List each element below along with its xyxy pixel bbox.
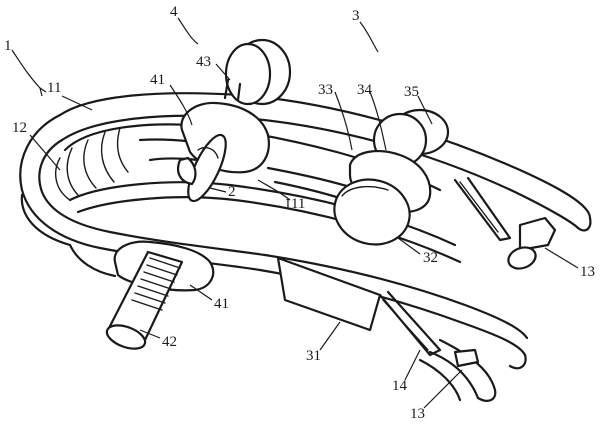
ref-35: 35: [404, 84, 419, 100]
ref-34: 34: [357, 82, 373, 98]
top-adjuster: [176, 38, 292, 203]
ref-14: 14: [392, 378, 408, 394]
ref-2: 2: [228, 184, 236, 200]
ref-3: 3: [352, 8, 360, 24]
ref-32: 32: [423, 250, 438, 266]
ref-31: 31: [306, 348, 321, 364]
ref-1: 1: [4, 38, 12, 54]
lower-bolt: [105, 240, 215, 350]
leader-lines: [11, 17, 579, 409]
ref-4: 4: [170, 4, 178, 20]
ref-12: 12: [12, 120, 27, 136]
ref-41-bottom: 41: [214, 296, 229, 312]
ref-13-right: 13: [580, 264, 595, 280]
ref-43: 43: [196, 54, 211, 70]
ref-111: 111: [284, 196, 305, 212]
ref-33: 33: [318, 82, 333, 98]
ref-11: 11: [47, 80, 61, 96]
ref-41-top: 41: [150, 72, 165, 88]
right-clamp: [333, 108, 450, 246]
ref-13-bottom: 13: [410, 406, 425, 422]
ref-42: 42: [162, 334, 177, 350]
slot-features: [276, 176, 557, 368]
reference-numerals: 1 11 12 41 4 43 3 33 34 35 2 111 32 13 4…: [4, 4, 595, 422]
